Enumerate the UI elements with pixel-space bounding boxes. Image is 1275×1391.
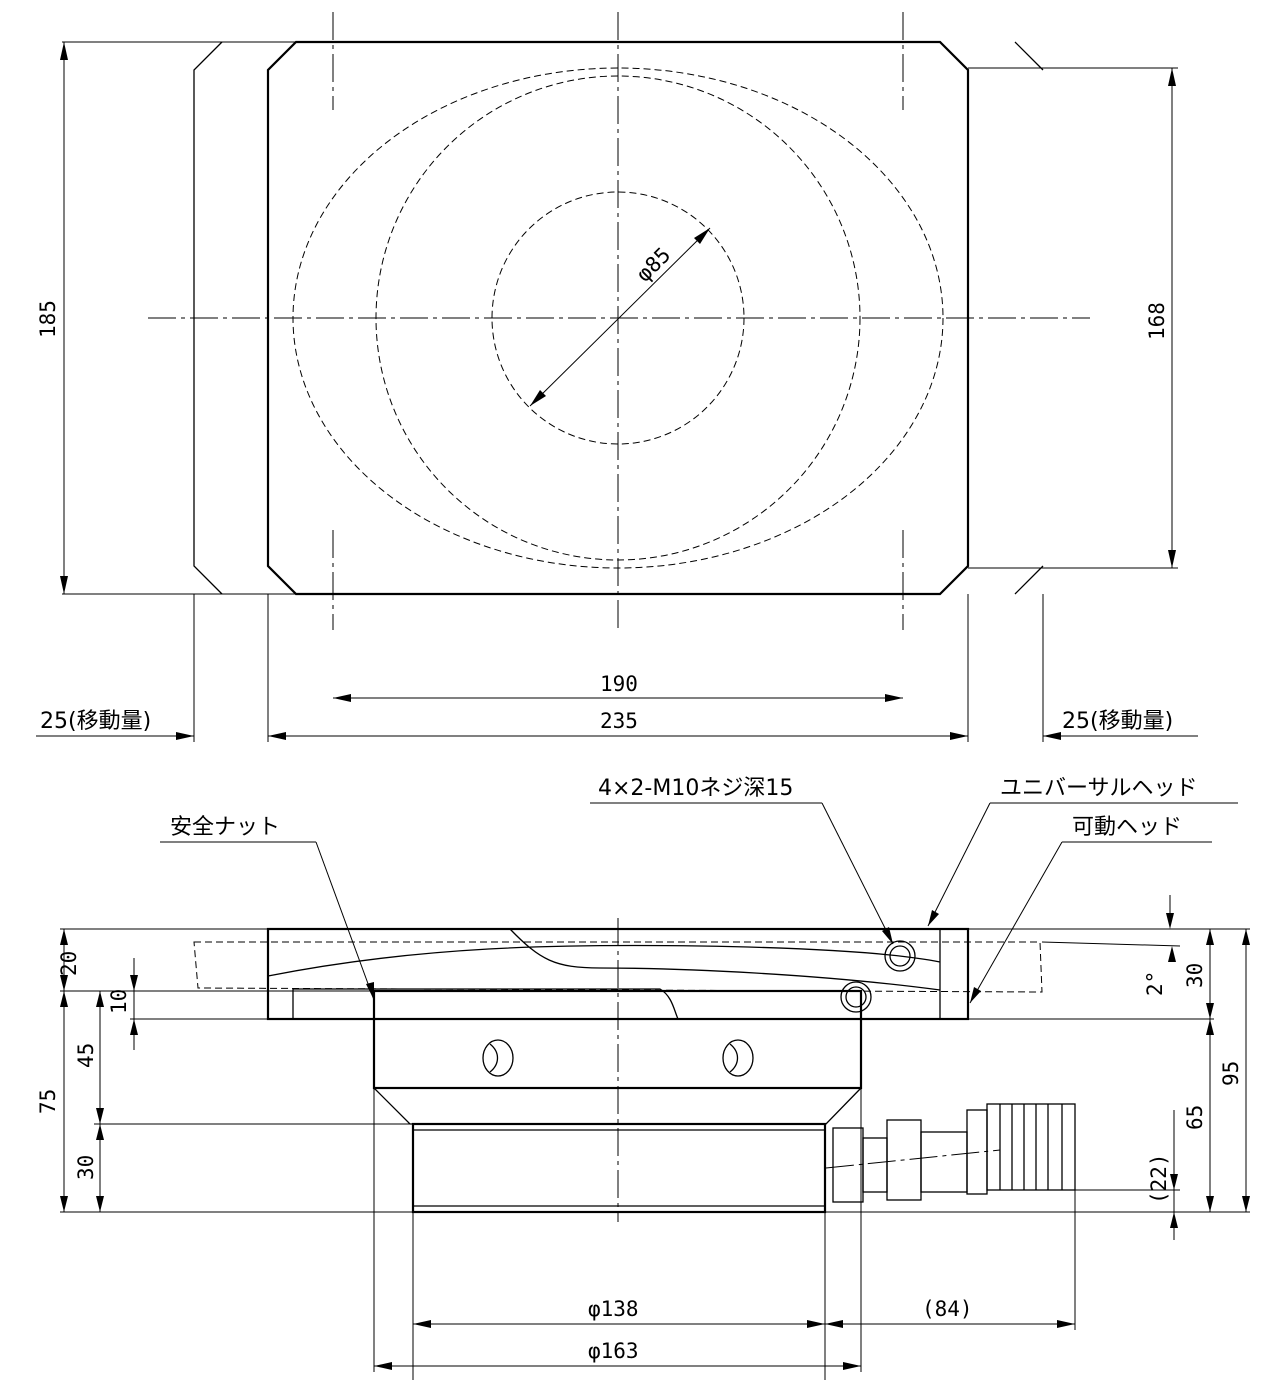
dim-plate-thickness: 20 — [57, 951, 81, 976]
dim-connector-length: (84) — [922, 1297, 973, 1321]
dim-stroke-right: 25(移動量) — [1062, 709, 1173, 734]
thread-spec-label: 4×2-M10ネジ深15 — [598, 776, 793, 801]
dim-tilt-angle: 2° — [1143, 971, 1167, 996]
dim-bolt-span: 190 — [600, 672, 638, 696]
tilted-head-phantom — [193, 941, 1043, 993]
shifted-plate-outline-right — [1014, 41, 1044, 595]
dim-dia-lower: φ138 — [588, 1297, 639, 1321]
dim-connector-height: 65 — [1183, 1105, 1207, 1130]
body-hidden-circle — [375, 75, 861, 561]
dim-overall-height: 185 — [36, 300, 60, 338]
dim-body-upper: 45 — [74, 1043, 98, 1068]
top-plate-outline — [266, 40, 970, 596]
dim-body-lower: 30 — [74, 1155, 98, 1180]
dim-stroke-left: 25(移動量) — [40, 709, 151, 734]
movable-head-label: 可動ヘッド — [1072, 815, 1182, 840]
thread-hole-upper — [884, 940, 916, 972]
callout-thread-spec: 4×2-M10ネジ深15 — [590, 776, 894, 945]
side-port-hole-left — [482, 1039, 514, 1077]
dim-total-height: 95 — [1219, 1061, 1243, 1086]
dim-head-height: 30 — [1183, 963, 1207, 988]
top-view: φ85 185 168 190 235 25(移動量) — [36, 12, 1198, 742]
bore-diameter-label: φ85 — [632, 243, 676, 287]
dim-inner-height: 168 — [1145, 302, 1169, 340]
side-view: 20 10 45 30 75 30 65 95 (2 — [36, 776, 1250, 1380]
hydraulic-coupler — [832, 1103, 1076, 1203]
thread-hole-lower — [840, 981, 872, 1013]
dim-total-lower: 75 — [36, 1089, 60, 1114]
cylinder-body-lower — [411, 1122, 827, 1214]
callout-safety-nut: 安全ナット — [160, 815, 375, 1001]
dim-overall-width: 235 — [600, 709, 638, 733]
side-port-hole-right — [722, 1039, 754, 1077]
safety-nut-label: 安全ナット — [170, 815, 280, 840]
dim-connector-offset: (22) — [1147, 1153, 1171, 1204]
dim-dia-upper: φ163 — [588, 1339, 639, 1363]
callout-movable-head: 可動ヘッド — [969, 815, 1212, 1004]
universal-head-label: ユニバーサルヘッド — [1000, 776, 1198, 801]
bore-hidden-circle — [491, 191, 745, 445]
dim-recess-depth: 10 — [107, 989, 131, 1014]
universal-head-hidden-outline — [292, 67, 944, 569]
callout-universal-head: ユニバーサルヘッド — [927, 776, 1238, 927]
